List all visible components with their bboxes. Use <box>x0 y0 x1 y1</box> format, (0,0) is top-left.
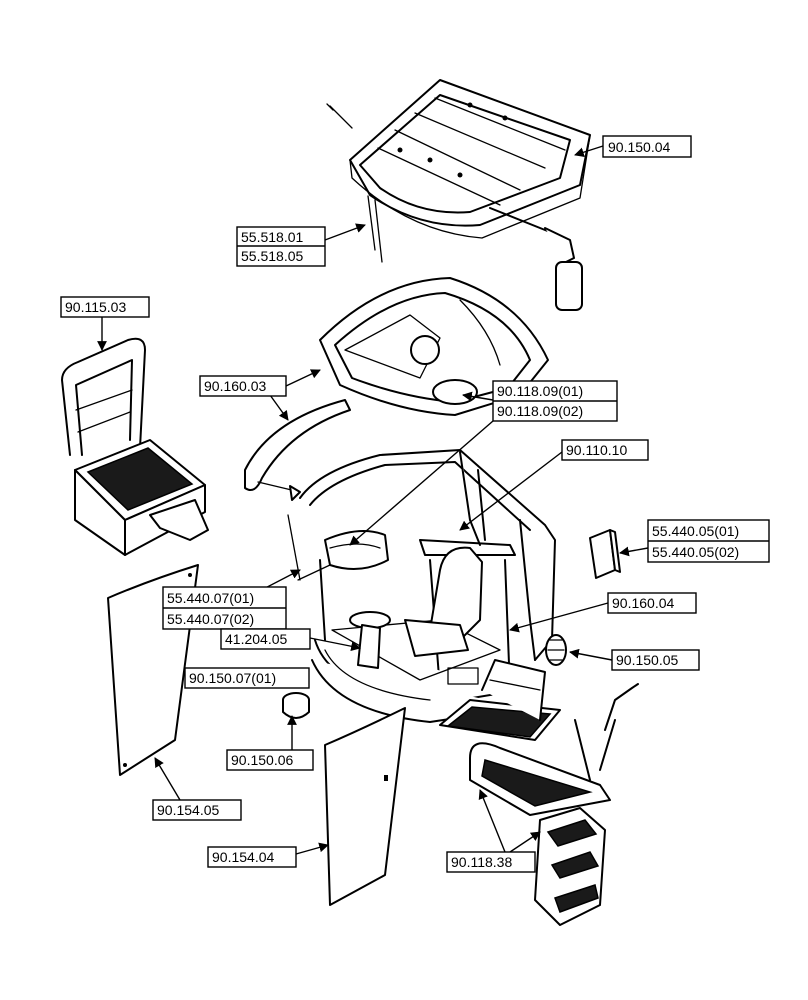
leader-cover-2 <box>349 420 494 546</box>
callout-label: 55.440.05(01) <box>652 523 739 539</box>
callout-roof-seal: 55.518.01 55.518.05 <box>236 226 326 267</box>
leader-roof-seal <box>324 223 366 241</box>
callout-label: 90.115.03 <box>65 299 126 315</box>
callout-label: 55.518.01 <box>241 229 303 245</box>
leader-cover <box>462 391 494 402</box>
callout-label: 90.154.04 <box>212 849 274 865</box>
leader-controller <box>619 546 649 557</box>
callout-label: 90.160.03 <box>204 378 266 394</box>
callout-label: 90.150.05 <box>616 652 678 668</box>
leader-filter <box>569 648 613 661</box>
access-steps-drawing <box>439 659 639 926</box>
callout-wiper: 55.440.07(01) 55.440.07(02) <box>162 586 287 630</box>
callout-label: 90.118.09(02) <box>497 403 583 419</box>
callout-label: 55.440.05(02) <box>652 544 739 560</box>
filter-drawing <box>545 634 567 666</box>
leader-interior-trim <box>509 602 609 633</box>
callout-access-steps: 90.118.38 <box>446 851 536 873</box>
cab-frame-drawing <box>287 449 556 723</box>
callout-knob: 90.150.07(01) <box>184 667 310 689</box>
callout-label: 90.154.05 <box>157 802 219 818</box>
callout-cab-frame: 90.110.10 <box>561 439 649 461</box>
leader-cab-frame <box>459 451 563 531</box>
callout-label: 90.150.06 <box>231 752 293 768</box>
roof-panel-drawing <box>326 79 591 311</box>
leader-roof-panel <box>574 145 604 157</box>
callout-label: 55.518.05 <box>241 248 303 264</box>
door-glass-drawing <box>324 707 406 906</box>
callout-label: 55.440.07(01) <box>167 590 254 606</box>
callout-door-glass: 90.154.04 <box>207 846 297 868</box>
callout-filter: 90.150.05 <box>611 649 700 671</box>
callout-headliner: 90.160.03 <box>199 375 287 397</box>
callout-interior-trim: 90.160.04 <box>607 592 697 614</box>
leader-door-glass <box>295 842 329 855</box>
callout-label: 90.150.07(01) <box>189 670 276 686</box>
callout-label: 90.118.38 <box>451 854 512 870</box>
callout-label: 90.118.09(01) <box>497 383 583 399</box>
controller-box-drawing <box>589 529 621 579</box>
leader-steering <box>309 637 361 652</box>
leader-access-steps-1 <box>478 789 506 853</box>
callout-label: 90.110.10 <box>566 442 627 458</box>
rear-step-drawing <box>61 337 209 556</box>
callout-cover: 90.118.09(01) 90.118.09(02) <box>492 380 618 422</box>
leader-side-window <box>154 757 181 801</box>
mirror-cap-drawing <box>282 692 310 719</box>
callout-label: 41.204.05 <box>225 631 287 647</box>
headliner-drawing <box>244 277 549 501</box>
leader-headliner-1 <box>285 369 321 387</box>
callout-label: 90.150.04 <box>608 139 670 155</box>
leader-headliner-2 <box>269 394 289 421</box>
callout-controller: 55.440.05(01) 55.440.05(02) <box>647 519 770 563</box>
callout-rear-step: 90.115.03 <box>60 296 150 318</box>
leader-access-steps-2 <box>509 831 541 853</box>
callout-side-window: 90.154.05 <box>152 799 242 821</box>
callout-label: 90.160.04 <box>612 595 674 611</box>
callout-steering-column: 41.204.05 <box>220 628 311 650</box>
leader-lines <box>97 145 649 855</box>
callout-mirror-cap: 90.150.06 <box>226 749 314 771</box>
callout-roof-panel: 90.150.04 <box>602 135 692 158</box>
callout-label: 55.440.07(02) <box>167 611 254 627</box>
